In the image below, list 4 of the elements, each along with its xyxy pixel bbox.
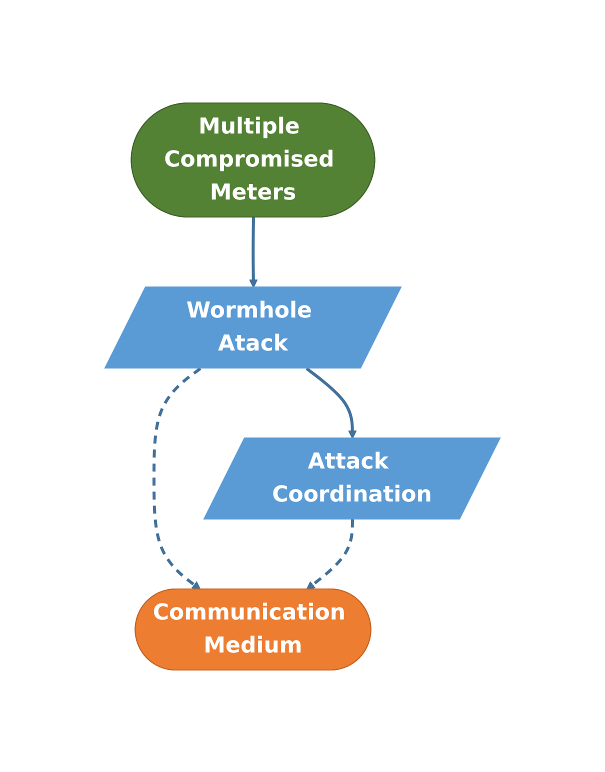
arrow [249, 216, 258, 288]
arrow [306, 518, 354, 590]
arrow [152, 366, 202, 590]
arrow [306, 366, 357, 438]
